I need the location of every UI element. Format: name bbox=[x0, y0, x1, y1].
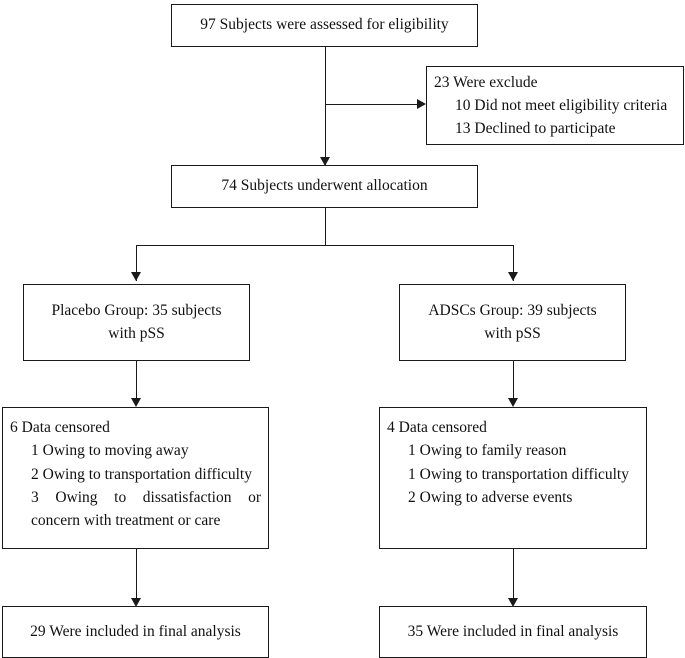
arrowhead-adscs-group bbox=[508, 272, 518, 281]
node-placebo-censored-item-0: 1 Owing to moving away bbox=[31, 442, 189, 460]
connector-enrollment-to-allocation bbox=[325, 47, 326, 166]
connector-enrollment-to-excluded bbox=[325, 104, 418, 105]
connector-to-adscs-group bbox=[513, 245, 514, 281]
arrowhead-allocation bbox=[320, 157, 330, 166]
connector-adscs-to-analysis bbox=[513, 549, 514, 602]
node-adscs-group-line1: ADSCs Group: 39 subjects bbox=[428, 302, 597, 320]
connector-allocation-stem bbox=[325, 208, 326, 246]
node-excluded-item-0: 10 Did not meet eligibility criteria bbox=[455, 96, 668, 114]
node-enrollment-text: 97 Subjects were assessed for eligibilit… bbox=[200, 16, 449, 34]
node-placebo-censored-item-1: 2 Owing to transportation difficulty bbox=[31, 465, 252, 483]
node-allocation: 74 Subjects underwent allocation bbox=[171, 165, 478, 208]
arrowhead-placebo-group bbox=[131, 272, 141, 281]
arrowhead-excluded bbox=[417, 99, 426, 109]
node-adscs-analysis-text: 35 Were included in final analysis bbox=[407, 622, 619, 640]
arrowhead-placebo-analysis bbox=[131, 598, 141, 607]
arrowhead-placebo-censored bbox=[131, 398, 141, 407]
connector-to-placebo-group bbox=[136, 245, 137, 281]
node-adscs-censored-item-1: 1 Owing to transportation difficulty bbox=[408, 465, 629, 483]
node-placebo-censored: 6 Data censored 1 Owing to moving away 2… bbox=[2, 407, 269, 549]
node-adscs-censored: 4 Data censored 1 Owing to family reason… bbox=[379, 407, 647, 549]
node-excluded-heading: 23 Were exclude bbox=[434, 73, 538, 91]
arrowhead-adscs-censored bbox=[508, 398, 518, 407]
node-placebo-censored-item-2: 3 Owing to dissatisfaction or concern wi… bbox=[31, 488, 261, 529]
node-excluded-item-1: 13 Declined to participate bbox=[455, 120, 616, 138]
connector-placebo-to-analysis bbox=[136, 549, 137, 602]
node-adscs-group-line2: with pSS bbox=[484, 324, 541, 342]
node-placebo-censored-heading: 6 Data censored bbox=[10, 419, 110, 436]
node-adscs-censored-item-2: 2 Owing to adverse events bbox=[408, 488, 573, 506]
node-adscs-analysis: 35 Were included in final analysis bbox=[379, 606, 647, 658]
connector-adscs-to-censored bbox=[513, 361, 514, 400]
node-placebo-analysis: 29 Were included in final analysis bbox=[2, 606, 269, 658]
node-placebo-group: Placebo Group: 35 subjects with pSS bbox=[23, 284, 250, 361]
node-placebo-analysis-text: 29 Were included in final analysis bbox=[30, 622, 241, 640]
connector-allocation-split bbox=[136, 245, 514, 246]
node-excluded: 23 Were exclude 10 Did not meet eligibil… bbox=[426, 66, 684, 145]
node-adscs-censored-heading: 4 Data censored bbox=[387, 419, 487, 436]
node-adscs-group: ADSCs Group: 39 subjects with pSS bbox=[399, 284, 626, 361]
node-adscs-censored-item-0: 1 Owing to family reason bbox=[408, 442, 567, 460]
arrowhead-adscs-analysis bbox=[508, 598, 518, 607]
node-placebo-group-line1: Placebo Group: 35 subjects bbox=[51, 302, 222, 320]
node-allocation-text: 74 Subjects underwent allocation bbox=[221, 177, 428, 195]
node-enrollment: 97 Subjects were assessed for eligibilit… bbox=[171, 4, 478, 47]
connector-placebo-to-censored bbox=[136, 361, 137, 400]
node-placebo-group-line2: with pSS bbox=[108, 324, 165, 342]
